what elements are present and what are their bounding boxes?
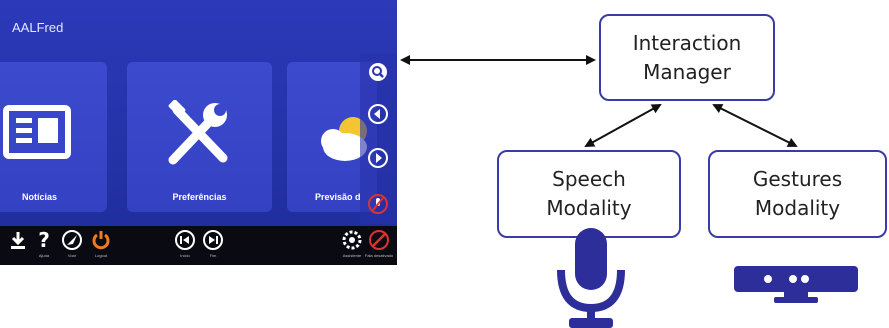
help-icon[interactable]: ? <box>34 230 54 250</box>
speech-disabled-icon[interactable] <box>369 230 389 250</box>
bottom-label-voar: Voar <box>67 253 77 258</box>
microphone-icon <box>557 228 625 328</box>
skip-next-icon[interactable] <box>203 230 223 250</box>
arrow-manager-to-gestures <box>712 104 798 147</box>
bottom-app-bar: ? Ajuda Voar Logout Início Fim Assi <box>0 226 397 265</box>
interaction-manager-box: Interaction Manager <box>599 14 775 101</box>
speech-modality-line2: Modality <box>546 196 632 220</box>
gestures-modality-box: Gestures Modality <box>708 150 887 238</box>
bottom-label-assistente: Assistente <box>342 253 362 258</box>
gear-icon[interactable] <box>342 230 362 250</box>
scroll-left-icon[interactable] <box>368 104 388 124</box>
power-icon[interactable] <box>91 230 111 250</box>
interaction-manager-line2: Manager <box>643 59 731 84</box>
aalfred-app-screenshot: AALFred Notícias Preferências Previsão d <box>0 0 397 265</box>
skip-previous-icon[interactable] <box>175 230 195 250</box>
tile-noticias[interactable]: Notícias <box>0 62 107 212</box>
tools-icon <box>168 100 228 165</box>
side-toolbar <box>360 54 397 224</box>
bottom-label-logout: Logout <box>94 253 108 258</box>
kinect-sensor-icon <box>734 266 858 303</box>
bottom-label-ajuda: Ajuda <box>38 253 50 258</box>
speech-modality-box: Speech Modality <box>497 150 681 238</box>
interaction-manager-line1: Interaction <box>632 30 742 55</box>
download-icon[interactable] <box>8 230 28 250</box>
fly-icon[interactable] <box>62 230 82 250</box>
tile-label-previsao: Previsão d <box>315 192 361 202</box>
tile-label-noticias: Notícias <box>22 192 58 202</box>
app-title: AALFred <box>12 20 64 35</box>
bottom-label-fala: Fala desativado <box>364 253 394 258</box>
svg-text:?: ? <box>38 230 50 250</box>
tile-label-preferencias: Preferências <box>172 192 227 202</box>
bottom-label-fim: Fim <box>209 253 217 258</box>
arrow-manager-to-speech <box>584 104 662 147</box>
speech-modality-line1: Speech <box>552 167 626 191</box>
scroll-right-icon[interactable] <box>368 148 388 168</box>
newspaper-icon <box>3 105 71 159</box>
gestures-modality-line1: Gestures <box>752 167 843 191</box>
gestures-modality-line2: Modality <box>754 196 841 220</box>
microphone-off-icon[interactable] <box>368 194 388 214</box>
tile-preferencias[interactable]: Preferências <box>127 62 272 212</box>
search-icon[interactable] <box>368 62 388 82</box>
bottom-label-inicio: Início <box>180 253 190 258</box>
